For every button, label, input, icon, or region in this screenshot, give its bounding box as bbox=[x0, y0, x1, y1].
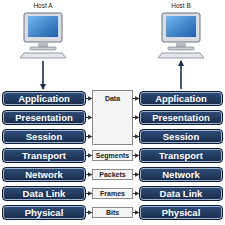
layer-name: Session bbox=[26, 131, 62, 142]
osi-layer-box: Application bbox=[2, 91, 86, 106]
layer-name: Transport bbox=[159, 150, 203, 161]
osi-layer-box: Network bbox=[139, 167, 223, 182]
layer-name: Application bbox=[18, 93, 70, 104]
data-flow-arrow bbox=[42, 61, 44, 89]
layer-name: Physical bbox=[25, 207, 64, 218]
layer-name: Session bbox=[163, 131, 199, 142]
layer-name: Presentation bbox=[15, 112, 73, 123]
osi-layer-box: Data Link bbox=[2, 186, 86, 201]
data-unit-box: Frames bbox=[92, 188, 133, 199]
data-unit-box: Data bbox=[92, 90, 133, 145]
osi-layer-box: Application bbox=[139, 91, 223, 106]
data-flow-arrow bbox=[180, 61, 182, 89]
osi-layer-box: Session bbox=[139, 129, 223, 144]
computer-icon bbox=[20, 13, 66, 58]
osi-layer-box: Session bbox=[2, 129, 86, 144]
layer-name: Data Link bbox=[23, 188, 66, 199]
layer-name: Data Link bbox=[160, 188, 203, 199]
osi-layer-box: Presentation bbox=[2, 110, 86, 125]
osi-layer-box: Transport bbox=[139, 148, 223, 163]
data-unit-box: Bits bbox=[92, 207, 133, 218]
host-label: Host B bbox=[171, 2, 191, 9]
layer-name: Transport bbox=[22, 150, 66, 161]
osi-layer-box: Physical bbox=[2, 205, 86, 220]
osi-layer-box: Data Link bbox=[139, 186, 223, 201]
osi-layer-box: Network bbox=[2, 167, 86, 182]
layer-name: Network bbox=[25, 169, 62, 180]
data-unit-box: Segments bbox=[92, 150, 133, 161]
osi-layer-box: Presentation bbox=[139, 110, 223, 125]
layer-name: Physical bbox=[162, 207, 201, 218]
osi-layer-box: Physical bbox=[139, 205, 223, 220]
data-unit-name: Data bbox=[105, 95, 120, 102]
layer-name: Application bbox=[155, 93, 207, 104]
data-unit-name: Packets bbox=[99, 171, 125, 178]
data-unit-name: Frames bbox=[100, 190, 125, 197]
osi-layer-box: Transport bbox=[2, 148, 86, 163]
data-unit-name: Segments bbox=[96, 152, 129, 159]
layer-name: Network bbox=[162, 169, 199, 180]
computer-icon bbox=[158, 13, 204, 58]
data-unit-box: Packets bbox=[92, 169, 133, 180]
data-unit-name: Bits bbox=[106, 209, 119, 216]
host-label: Host A bbox=[33, 2, 52, 9]
layer-name: Presentation bbox=[152, 112, 210, 123]
